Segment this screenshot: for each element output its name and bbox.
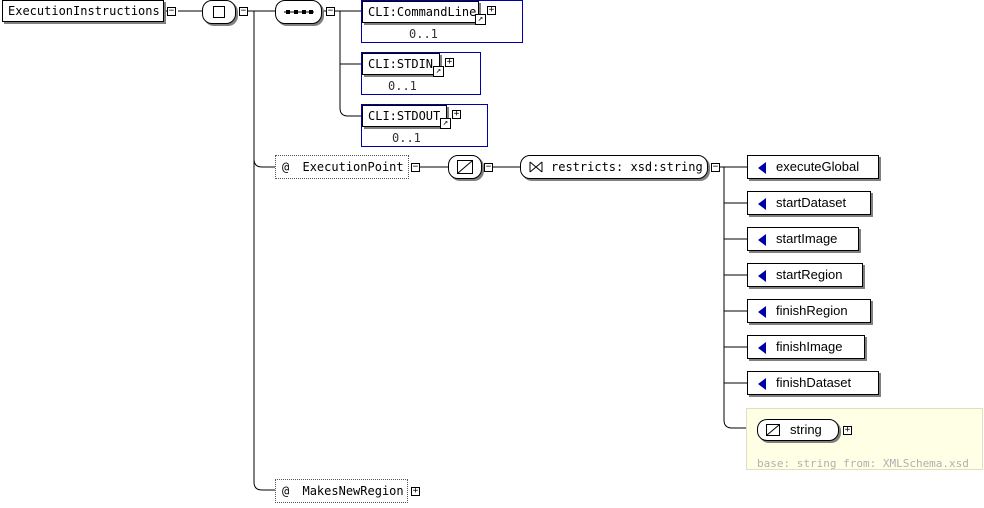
- enum-item-label: startDataset: [776, 195, 847, 210]
- enum-item-label: startImage: [776, 231, 838, 246]
- enum-item[interactable]: finishDataset: [747, 371, 879, 395]
- ref-stdin-occurs: 0..1: [388, 79, 417, 93]
- enum-item[interactable]: finishImage: [747, 335, 865, 359]
- attribute-makesnewregion-label: MakesNewRegion: [302, 484, 404, 498]
- ref-stdout-occurs: 0..1: [392, 131, 421, 145]
- enumeration-icon: [758, 161, 766, 174]
- all-compositor-icon: [213, 6, 225, 18]
- restriction-collapse-toggle[interactable]: −: [711, 162, 720, 172]
- ref-stdin-label: CLI:STDIN: [368, 57, 434, 71]
- root-collapse-toggle[interactable]: −: [167, 6, 176, 16]
- ref-stdin-expand-toggle[interactable]: +: [445, 57, 454, 67]
- simple-type-icon: [766, 424, 780, 436]
- compositor-collapse-toggle[interactable]: −: [239, 6, 248, 16]
- enum-item-label: finishImage: [776, 339, 843, 354]
- ref-commandline-label: CLI:CommandLine: [368, 5, 477, 19]
- reference-arrow-icon: ↗: [475, 14, 486, 25]
- simple-type-node[interactable]: [448, 155, 482, 179]
- sequence-icon: [284, 10, 314, 14]
- attribute-icon: @: [282, 484, 290, 498]
- enumeration-icon: [758, 233, 766, 246]
- attribute-icon: @: [282, 160, 290, 174]
- simple-type-collapse-toggle[interactable]: −: [484, 162, 493, 172]
- enum-item[interactable]: finishRegion: [747, 299, 871, 323]
- enumeration-icon: [758, 377, 766, 390]
- ref-commandline-expand-toggle[interactable]: +: [487, 5, 496, 15]
- attribute-makesnewregion-expand-toggle[interactable]: +: [411, 486, 420, 496]
- root-element[interactable]: ExecutionInstructions: [2, 0, 164, 22]
- enumeration-icon: [758, 269, 766, 282]
- enum-item[interactable]: executeGlobal: [747, 155, 879, 179]
- ref-commandline-box: CLI:CommandLine: [362, 1, 479, 23]
- enum-item[interactable]: startImage: [747, 227, 859, 251]
- base-type-label: string: [790, 422, 822, 437]
- enum-item[interactable]: startDataset: [747, 191, 871, 215]
- ref-stdin[interactable]: CLI:STDIN ↗ + 0..1: [361, 52, 481, 95]
- base-type-expand-toggle[interactable]: +: [843, 425, 852, 435]
- ref-commandline-occurs: 0..1: [409, 27, 438, 41]
- ref-commandline[interactable]: CLI:CommandLine ↗ + 0..1: [361, 0, 523, 43]
- restriction-label: restricts: xsd:string: [551, 160, 703, 174]
- reference-arrow-icon: ↗: [433, 66, 444, 77]
- restriction-icon: [529, 161, 543, 173]
- enumeration-icon: [758, 305, 766, 318]
- restriction-node[interactable]: restricts: xsd:string: [520, 155, 708, 179]
- sequence-compositor[interactable]: [275, 0, 322, 24]
- enum-item-label: startRegion: [776, 267, 843, 282]
- enum-item-label: finishDataset: [776, 375, 852, 390]
- simple-type-icon: [457, 160, 473, 174]
- ref-stdout-label: CLI:STDOUT: [368, 109, 441, 123]
- enumeration-icon: [758, 197, 766, 210]
- attribute-executionpoint[interactable]: @ ExecutionPoint: [275, 155, 409, 179]
- ref-stdout-expand-toggle[interactable]: +: [452, 109, 461, 119]
- base-type-node[interactable]: string: [757, 419, 839, 441]
- enumeration-icon: [758, 341, 766, 354]
- complex-type-compositor[interactable]: [202, 0, 236, 24]
- attribute-executionpoint-label: ExecutionPoint: [302, 160, 404, 174]
- ref-stdout[interactable]: CLI:STDOUT ↗ + 0..1: [361, 104, 488, 147]
- enum-item[interactable]: startRegion: [747, 263, 863, 287]
- ref-stdout-box: CLI:STDOUT: [362, 105, 447, 127]
- sequence-collapse-toggle[interactable]: −: [326, 6, 335, 16]
- base-type-note: base: string from: XMLSchema.xsd: [757, 457, 969, 470]
- root-element-label: ExecutionInstructions: [8, 4, 160, 18]
- reference-arrow-icon: ↗: [440, 118, 451, 129]
- base-type-panel: string + base: string from: XMLSchema.xs…: [746, 408, 983, 470]
- attribute-executionpoint-collapse-toggle[interactable]: −: [411, 162, 420, 172]
- attribute-makesnewregion[interactable]: @ MakesNewRegion: [275, 479, 408, 503]
- ref-stdin-box: CLI:STDIN: [362, 53, 440, 75]
- enum-item-label: executeGlobal: [776, 159, 860, 174]
- enum-item-label: finishRegion: [776, 303, 848, 318]
